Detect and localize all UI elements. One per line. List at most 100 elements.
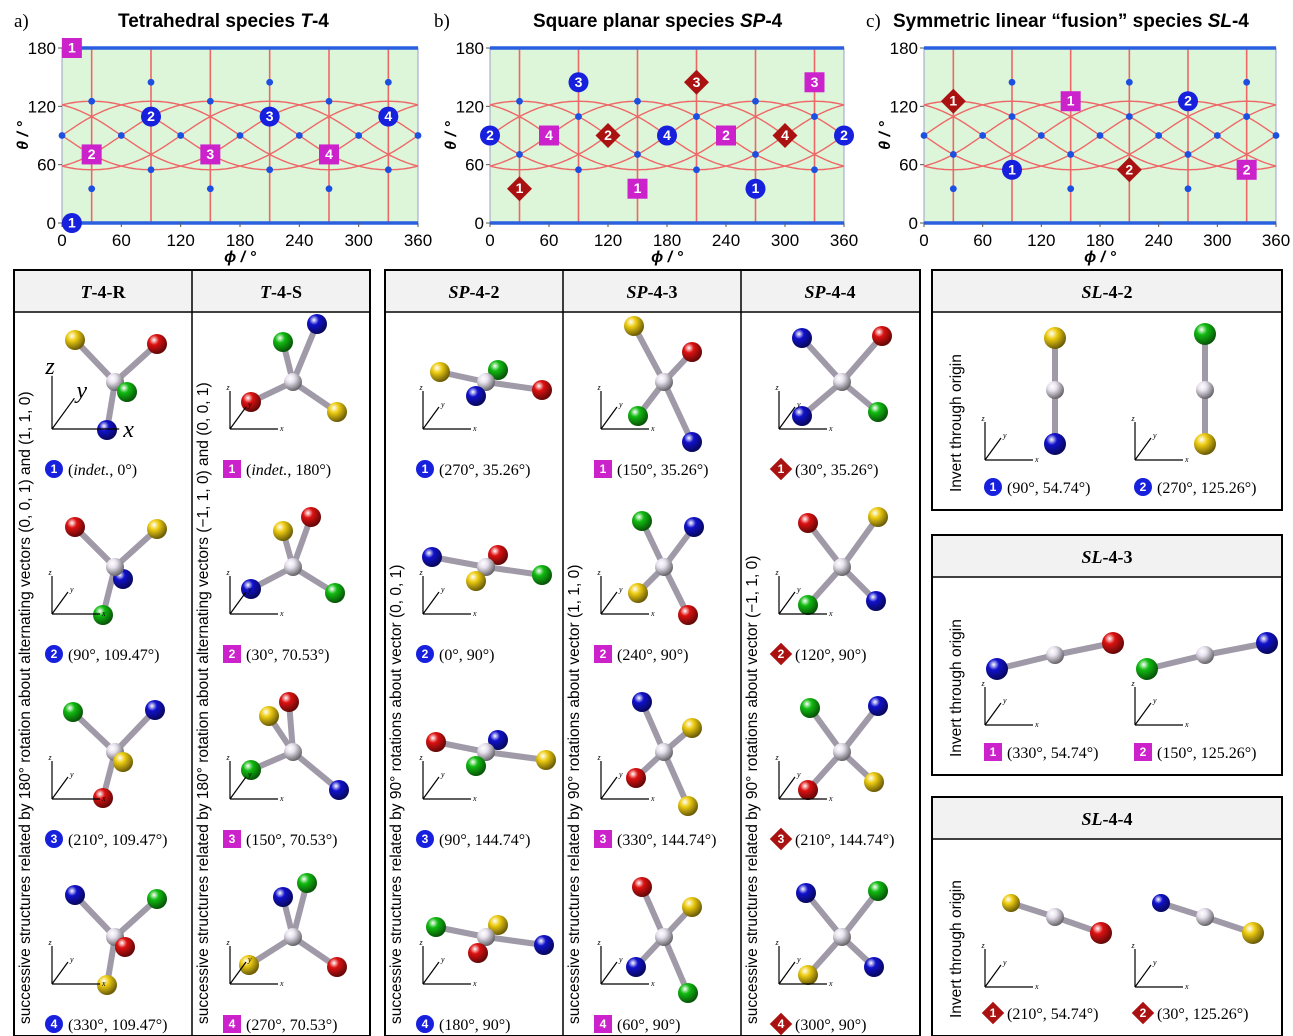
circle-marker-1: 1	[1002, 159, 1022, 180]
circle-marker-2: 2	[834, 125, 854, 146]
x-tick-label: 240	[712, 231, 740, 250]
square-marker-shape	[539, 125, 559, 146]
sl-header: SL-4-3	[1081, 547, 1132, 567]
ligand-ball	[145, 700, 165, 720]
ligand-ball	[97, 420, 117, 440]
z-axis-label: z	[1130, 941, 1135, 950]
diamond-marker-shape	[981, 1001, 1005, 1025]
stationary-point	[811, 113, 818, 120]
state-label: 1(270°, 35.26°)	[416, 460, 530, 479]
central-atom	[1046, 381, 1064, 399]
stationary-point	[325, 185, 333, 193]
x-tick-label: 300	[344, 231, 372, 250]
square-marker-2: 2	[223, 645, 241, 663]
circle-marker-shape	[378, 106, 399, 127]
axis-triad: zxy	[225, 938, 284, 988]
ligand-ball	[488, 360, 508, 380]
label-part: SP	[626, 282, 648, 302]
stationary-point	[147, 78, 155, 86]
state-coordinates: (300°, 90°)	[795, 1017, 866, 1034]
column-header: SP-4-3	[626, 282, 677, 302]
stationary-point	[177, 132, 185, 139]
ligand-ball	[682, 718, 702, 738]
axis-triad: zxy	[47, 568, 106, 618]
marker-number: 3	[778, 832, 785, 846]
label-part: SL	[1081, 809, 1102, 829]
axis-triad: zxy	[1130, 414, 1189, 464]
z-axis-label: z	[418, 383, 423, 392]
x-axis-label: x	[472, 424, 477, 433]
marker-number: 3	[575, 74, 583, 90]
stationary-point	[516, 97, 523, 105]
y-axis-label: y	[796, 400, 801, 409]
x-tick-label: 360	[404, 231, 432, 250]
x-tick-label: 120	[594, 231, 622, 250]
label-part: SL	[1081, 547, 1102, 567]
marker-number: 1	[68, 215, 76, 231]
box-header-bg	[933, 271, 1281, 311]
ligand-ball	[624, 316, 644, 336]
central-atom	[655, 558, 673, 576]
ligand-ball	[868, 696, 888, 716]
circle-marker-1: 1	[984, 478, 1002, 496]
ligand-ball	[488, 545, 508, 565]
bond	[483, 749, 549, 763]
ligand-ball	[798, 595, 818, 615]
square-marker-1: 1	[984, 743, 1002, 761]
y-axis-label: θ / °	[15, 121, 32, 150]
label-part: , 0°)	[109, 462, 137, 479]
x-axis-label: x	[1184, 982, 1189, 991]
marker-number: 2	[1125, 161, 1133, 177]
circle-marker-4: 4	[657, 125, 677, 146]
ligand-ball	[117, 382, 137, 402]
state-coordinates: (270°, 70.53°)	[246, 1017, 337, 1034]
diamond-marker-shape	[772, 123, 798, 148]
molecule-model	[796, 881, 888, 985]
molecule-model	[798, 696, 888, 800]
y-axis-label: y	[618, 955, 623, 964]
marker-number: 2	[486, 127, 494, 143]
circle-marker-2: 2	[416, 645, 434, 663]
square-marker-1: 1	[594, 460, 612, 478]
y-axis	[229, 961, 247, 985]
y-axis	[51, 591, 69, 615]
square-marker-2: 2	[594, 645, 612, 663]
molecule-model	[986, 632, 1124, 680]
state-coordinates: (210°, 54.74°)	[1007, 1006, 1098, 1023]
molecule-model	[1136, 632, 1278, 680]
state-label: 1(150°, 35.26°)	[594, 460, 708, 479]
circle-marker-shape	[480, 125, 500, 146]
circle-marker-shape	[1002, 159, 1022, 180]
marker-number: 2	[840, 127, 848, 143]
square-marker-shape	[594, 460, 612, 478]
marker-number: 2	[1140, 480, 1147, 494]
circle-marker-2: 2	[141, 106, 161, 127]
axis-triad: zxy	[418, 938, 477, 988]
label-part: -4-4	[826, 282, 856, 302]
ligand-ball	[65, 330, 85, 350]
z-axis-label: z	[225, 753, 230, 762]
z-axis-label: z	[774, 753, 779, 762]
y-axis	[422, 406, 440, 430]
molecule-model	[1152, 894, 1264, 944]
marker-number: 1	[51, 462, 58, 476]
diamond-marker-4: 4	[772, 123, 798, 148]
stationary-point	[752, 97, 759, 105]
ligand-ball	[792, 406, 812, 426]
marker-number: 4	[422, 1017, 429, 1031]
y-axis-label: y	[796, 585, 801, 594]
label-part: Square planar species	[533, 11, 740, 32]
ligand-ball	[626, 957, 646, 977]
circle-marker-shape	[416, 645, 434, 663]
stationary-point	[1067, 151, 1075, 158]
marker-number: 1	[229, 462, 236, 476]
y-axis-label: y	[1002, 431, 1007, 440]
diamond-marker-2: 2	[1131, 1001, 1155, 1025]
square-marker-shape	[627, 178, 648, 199]
square-marker-shape	[716, 125, 736, 146]
ligand-ball	[1152, 894, 1170, 912]
y-tick-label: 180	[456, 39, 484, 58]
y-axis	[422, 776, 440, 800]
y-tick-label: 60	[37, 156, 56, 175]
